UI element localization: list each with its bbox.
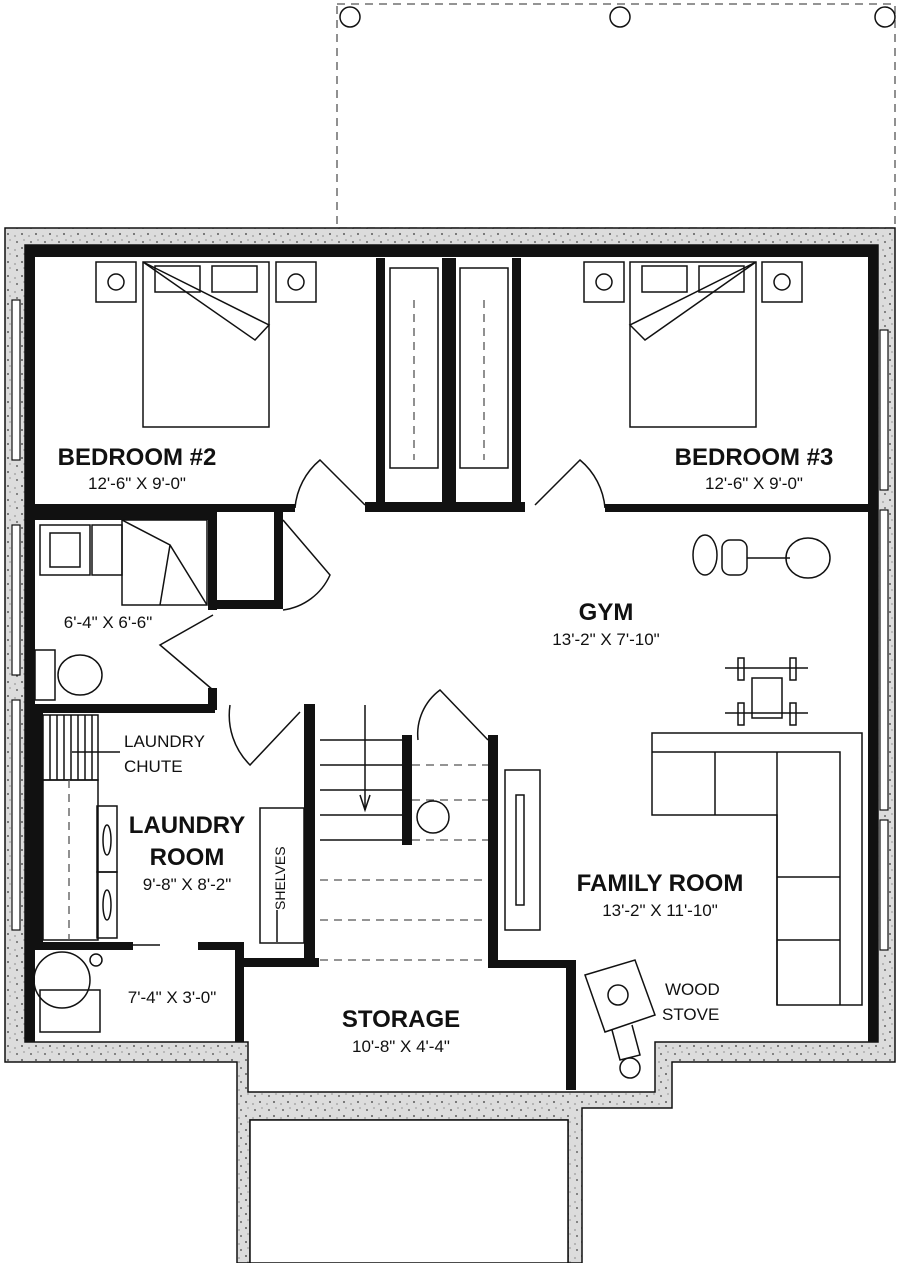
tv xyxy=(515,794,525,906)
tv-console xyxy=(504,769,541,931)
family-room-label: FAMILY ROOM xyxy=(577,870,744,897)
bathroom-fixtures xyxy=(34,519,208,701)
exercise-bike xyxy=(692,534,831,579)
deck-outline xyxy=(336,3,896,229)
porch xyxy=(249,1119,569,1263)
bedroom2-dimensions: 12'-6" X 9'-0" xyxy=(88,474,186,493)
wood-stove-label-1: WOOD xyxy=(665,980,720,999)
laundry-chute-label-1: LAUNDRY xyxy=(124,732,205,751)
laundry-label-1: LAUNDRY xyxy=(129,812,245,839)
bedroom3-dimensions: 12'-6" X 9'-0" xyxy=(705,474,803,493)
mudroom-dimensions: 7'-4" X 3'-0" xyxy=(128,988,217,1007)
windows xyxy=(11,299,889,951)
weight-bench xyxy=(725,657,808,726)
shelves-label: SHELVES xyxy=(272,846,288,910)
bedroom3-label: BEDROOM #3 xyxy=(675,444,834,471)
gym-dimensions: 13'-2" X 7'-10" xyxy=(552,630,659,649)
wood-stove-label-2: STOVE xyxy=(662,1005,719,1024)
bath-dimensions: 6'-4" X 6'-6" xyxy=(64,613,153,632)
laundry-label-2: ROOM xyxy=(150,844,225,871)
storage-label: STORAGE xyxy=(342,1006,460,1033)
gym-label: GYM xyxy=(579,599,634,626)
sectional-sofa xyxy=(651,732,863,1006)
stairs[interactable] xyxy=(320,705,488,961)
laundry-dimensions: 9'-8" X 8'-2" xyxy=(143,875,232,894)
bed-bedroom-3 xyxy=(583,261,803,428)
closets xyxy=(389,267,509,469)
bedroom2-label: BEDROOM #2 xyxy=(58,444,217,471)
interior-walls xyxy=(25,245,878,1090)
laundry-fixtures xyxy=(33,714,305,1033)
bed-bedroom-2 xyxy=(95,261,317,428)
laundry-chute-label-2: CHUTE xyxy=(124,757,183,776)
storage-dimensions: 10'-8" X 4'-4" xyxy=(352,1037,450,1056)
wood-stove xyxy=(584,959,656,1079)
family-room-dimensions: 13'-2" X 11'-10" xyxy=(602,901,718,920)
doors xyxy=(158,458,606,767)
